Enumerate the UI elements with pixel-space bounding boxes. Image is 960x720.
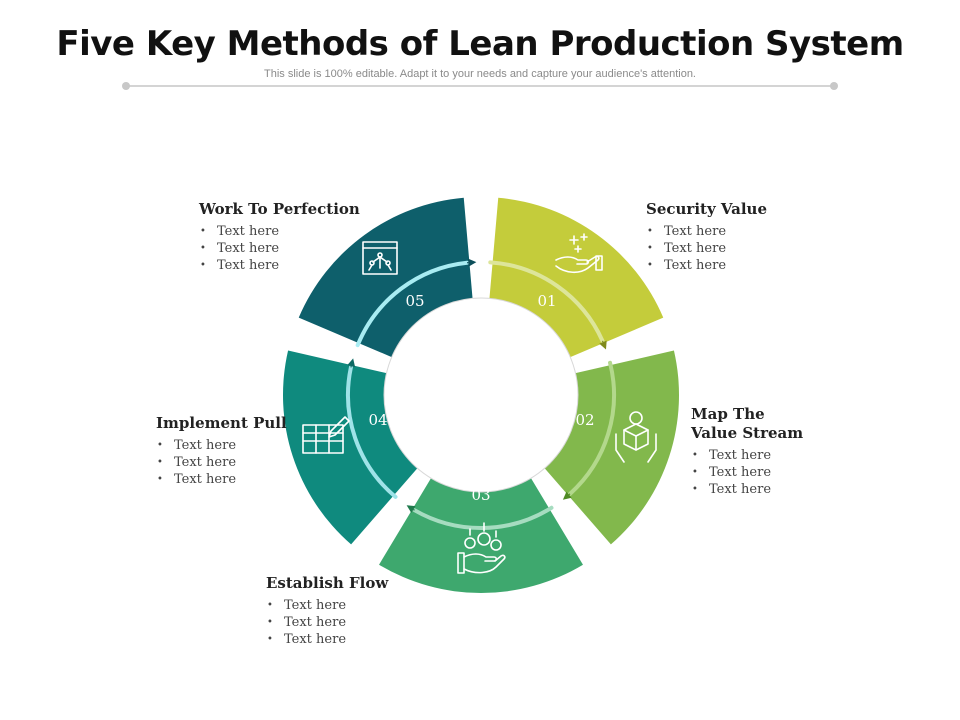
bullet-item: Text here (266, 631, 388, 648)
number-group: 01 02 03 04 05 (368, 292, 594, 504)
title-divider (126, 85, 834, 87)
segment-number-03: 03 (471, 486, 490, 504)
center-circle (383, 297, 579, 493)
bullet-list: Text here Text here Text here (691, 447, 803, 498)
cycle-arc-02 (567, 360, 616, 496)
bullet-list: Text here Text here Text here (266, 597, 388, 648)
segment-title: Establish Flow (266, 574, 389, 592)
segment-title: Implement Pull (156, 414, 287, 432)
arrowhead-icon (599, 340, 607, 350)
cycle-arc-01 (488, 260, 605, 343)
page-subtitle: This slide is 100% editable. Adapt it to… (264, 68, 696, 80)
segment-number-04: 04 (368, 411, 387, 429)
box-hands-icon (615, 411, 657, 463)
cycle-arc-05 (355, 260, 470, 348)
label-block-implement-pull: Implement Pull Text here Text here Text … (156, 414, 287, 488)
segment-03 (379, 478, 583, 593)
label-block-security-value: Security Value Text here Text here Text … (646, 200, 767, 274)
arrowhead-icon (406, 505, 416, 513)
bullet-item: Text here (266, 597, 388, 614)
divider-dot-right (830, 82, 838, 90)
segment-title: Work To Perfection (199, 200, 360, 218)
segment-number-05: 05 (405, 292, 424, 310)
cycle-arc-04 (346, 365, 398, 499)
segment-number-02: 02 (575, 411, 594, 429)
arrowhead-icon (562, 491, 572, 500)
label-block-establish-flow: Establish Flow Text here Text here Text … (266, 574, 388, 648)
board-pencil-icon (302, 416, 350, 454)
bullet-item: Text here (156, 454, 287, 471)
bullet-item: Text here (646, 240, 767, 257)
bullet-item: Text here (691, 464, 803, 481)
network-board-icon (362, 241, 398, 275)
progress-arcs (346, 258, 616, 530)
arrowhead-icon (468, 258, 477, 267)
hand-sparkles-icon (555, 233, 603, 274)
segment-title: Security Value (646, 200, 768, 218)
page-title: Five Key Methods of Lean Production Syst… (56, 24, 904, 64)
bullet-item: Text here (691, 447, 803, 464)
arrowhead-icon (347, 358, 356, 368)
arrow-connector (568, 493, 571, 496)
segment-01 (489, 197, 664, 358)
bullet-item: Text here (646, 257, 767, 274)
arrow-connector (413, 508, 415, 511)
label-block-work-to-perfection: Work To Perfection Text here Text here T… (199, 200, 360, 274)
bullet-item: Text here (691, 481, 803, 498)
divider-dot-left (122, 82, 130, 90)
bullet-item: Text here (156, 471, 287, 488)
bullet-item: Text here (646, 223, 767, 240)
segment-title-line-1: Map The (691, 405, 765, 423)
bullet-item: Text here (199, 223, 360, 240)
hand-coins-icon (457, 522, 506, 574)
segment-group (282, 197, 679, 593)
bullet-item: Text here (199, 257, 360, 274)
bullet-list: Text here Text here Text here (199, 223, 360, 274)
bullet-item: Text here (156, 437, 287, 454)
segment-title-line-2: Value Stream (691, 424, 804, 442)
segment-05 (298, 197, 473, 358)
bullet-list: Text here Text here Text here (646, 223, 767, 274)
icon-group (302, 233, 657, 574)
bullet-item: Text here (266, 614, 388, 631)
segment-number-01: 01 (537, 292, 556, 310)
bullet-list: Text here Text here Text here (156, 437, 287, 488)
bullet-item: Text here (199, 240, 360, 257)
